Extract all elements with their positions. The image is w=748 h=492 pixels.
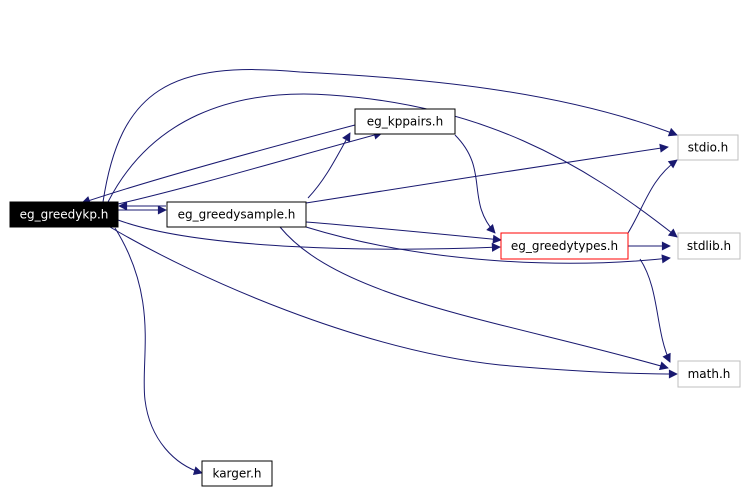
node-eg-greedytypes-label: eg_greedytypes.h (511, 239, 618, 253)
edge-eg-greedykp-to-stdio (102, 69, 678, 203)
edge-eg-greedysample-to-math (279, 226, 669, 371)
node-eg-greedysample-label: eg_greedysample.h (178, 208, 296, 222)
node-eg-kppairs-box (354, 108, 456, 135)
edge-eg-greedykp-to-math (109, 226, 678, 379)
node-eg-greedysample-box (166, 201, 307, 228)
node-eg-greedytypes[interactable]: eg_greedytypes.h (500, 232, 629, 260)
nodes: eg_greedykp.h eg_greedysample.h eg_kppai… (9, 108, 741, 487)
node-eg-greedykp[interactable]: eg_greedykp.h (9, 201, 119, 228)
node-karger-box (201, 460, 273, 487)
edge-eg-greedysample-to-stdio (305, 143, 669, 204)
node-math-label: math.h (688, 367, 731, 381)
node-stdlib-label: stdlib.h (687, 239, 731, 253)
edge-eg-greedysample-to-stdlib (305, 226, 671, 264)
node-eg-kppairs-label: eg_kppairs.h (367, 115, 443, 129)
node-eg-kppairs[interactable]: eg_kppairs.h (354, 108, 456, 135)
node-karger[interactable]: karger.h (201, 460, 273, 487)
edge-eg-greedykp-to-stdlib (107, 93, 678, 238)
edge-eg-greedysample-to-eg-greedytypes (305, 221, 502, 244)
node-stdlib[interactable]: stdlib.h (677, 232, 741, 260)
node-eg-greedykp-box (9, 201, 119, 228)
node-karger-label: karger.h (212, 467, 261, 481)
edge-eg-greedysample-to-eg-kppairs (307, 132, 351, 199)
edge-eg-greedykp-to-eg-greedytypes (117, 219, 501, 252)
edge-eg-greedykp-to-karger (114, 227, 203, 476)
edge-eg-kppairs-to-eg-greedykp (81, 124, 356, 205)
node-stdlib-box (677, 232, 741, 260)
node-eg-greedykp-label: eg_greedykp.h (20, 208, 109, 222)
node-stdio[interactable]: stdio.h (677, 134, 739, 161)
edges (81, 69, 678, 476)
edge-eg-greedytypes-to-stdio (627, 159, 678, 234)
node-eg-greedysample[interactable]: eg_greedysample.h (166, 201, 307, 228)
node-stdio-box (677, 134, 739, 161)
node-eg-greedytypes-box (500, 232, 629, 260)
node-math-box (677, 360, 741, 388)
node-stdio-label: stdio.h (688, 141, 728, 155)
node-math[interactable]: math.h (677, 360, 741, 388)
edge-eg-greedytypes-to-math (639, 258, 671, 363)
edge-eg-greedykp-to-eg-kppairs (117, 130, 383, 205)
edge-eg-kppairs-to-eg-greedytypes (454, 134, 496, 234)
